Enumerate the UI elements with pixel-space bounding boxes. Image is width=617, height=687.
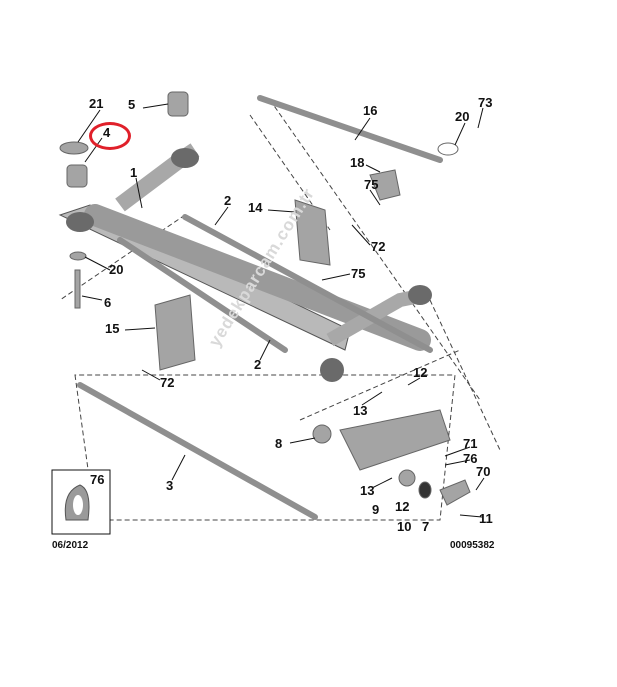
- part-label[interactable]: 12: [413, 365, 428, 380]
- part-label-highlighted[interactable]: 4: [103, 125, 111, 140]
- leader-lines: [77, 103, 485, 518]
- part-label[interactable]: 72: [160, 375, 175, 390]
- small-parts: [59, 91, 471, 506]
- part-label[interactable]: 7: [422, 519, 430, 534]
- part-label[interactable]: 3: [166, 478, 174, 493]
- part-label[interactable]: 6: [104, 295, 112, 310]
- diagram-number: 00095382: [450, 540, 495, 551]
- date-code: 06/2012: [52, 540, 89, 551]
- part-label[interactable]: 12: [395, 499, 410, 514]
- rods: [77, 95, 443, 520]
- part-label[interactable]: 75: [351, 266, 366, 281]
- part-label[interactable]: 13: [360, 483, 375, 498]
- part-label[interactable]: 71: [463, 436, 478, 451]
- part-label[interactable]: 1: [130, 165, 138, 180]
- part-label[interactable]: 5: [128, 97, 136, 112]
- part-label[interactable]: 15: [105, 321, 120, 336]
- part-label[interactable]: 14: [248, 200, 263, 215]
- axle-beam: [58, 143, 432, 382]
- inset-box: [51, 469, 111, 535]
- part-label[interactable]: 9: [372, 502, 380, 517]
- part-label[interactable]: 20: [455, 109, 470, 124]
- part-label[interactable]: 10: [397, 519, 412, 534]
- part-label[interactable]: 16: [363, 103, 378, 118]
- part-label[interactable]: 20: [109, 262, 124, 277]
- part-label[interactable]: 11: [479, 511, 493, 526]
- inset-part-label[interactable]: 76: [90, 472, 105, 487]
- part-label[interactable]: 76: [463, 451, 478, 466]
- highlight-circle: [89, 122, 131, 150]
- part-label[interactable]: 75: [364, 177, 379, 192]
- part-label[interactable]: 13: [353, 403, 368, 418]
- part-label[interactable]: 21: [89, 96, 104, 111]
- part-label[interactable]: 2: [224, 193, 232, 208]
- part-label[interactable]: 2: [254, 357, 262, 372]
- part-label[interactable]: 70: [476, 464, 491, 479]
- part-label[interactable]: 18: [350, 155, 365, 170]
- part-label[interactable]: 72: [371, 239, 386, 254]
- part-label[interactable]: 73: [478, 95, 493, 110]
- part-label[interactable]: 8: [275, 436, 283, 451]
